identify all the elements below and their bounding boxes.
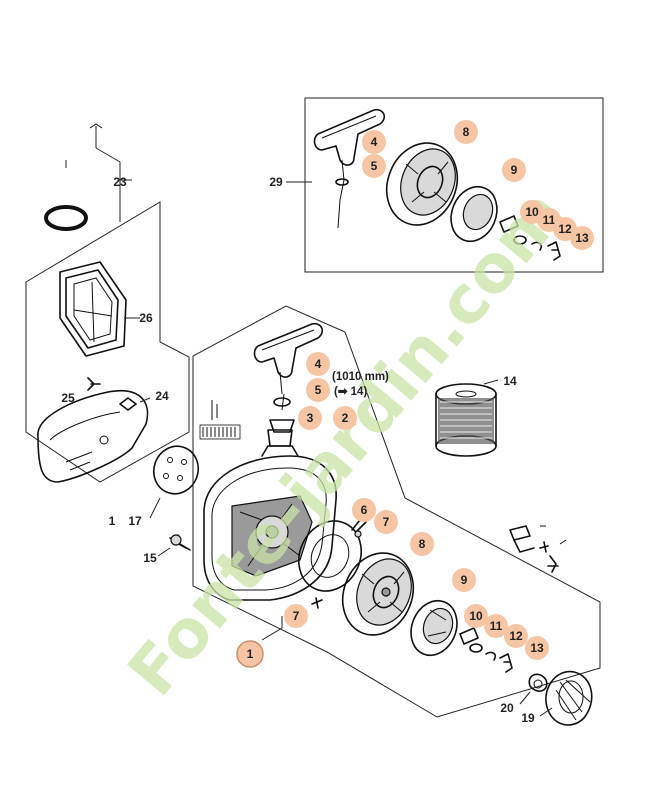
label-1-ref: 1: [109, 514, 116, 528]
svg-text:7: 7: [383, 515, 390, 529]
svg-text:9: 9: [511, 163, 518, 177]
svg-text:13: 13: [530, 641, 544, 655]
callout-10[interactable]: 10: [464, 604, 488, 628]
callout-6[interactable]: 6: [352, 498, 376, 522]
label-24[interactable]: 24: [155, 389, 169, 403]
screw-15-part: [157, 534, 191, 557]
svg-text:11: 11: [490, 619, 503, 633]
svg-text:12: 12: [558, 222, 572, 236]
label-23[interactable]: 23: [113, 175, 127, 189]
rope-reference-note: (➡ 14): [334, 386, 367, 398]
svg-text:9: 9: [461, 573, 468, 587]
callout-9[interactable]: 9: [452, 568, 476, 592]
starter-assembly-frame: [192, 305, 601, 718]
leader-tick: [89, 123, 103, 129]
callout-11[interactable]: 11: [484, 614, 508, 638]
svg-text:6: 6: [361, 503, 368, 517]
svg-text:8: 8: [419, 537, 426, 551]
spare-clips-part: [509, 525, 567, 573]
label-17[interactable]: 17: [128, 514, 142, 528]
svg-text:13: 13: [575, 231, 589, 245]
callout-12[interactable]: 12: [504, 624, 528, 648]
gasket-part: [149, 445, 200, 519]
svg-text:4: 4: [315, 357, 322, 371]
svg-text:11: 11: [543, 213, 556, 227]
label-20[interactable]: 20: [500, 701, 514, 715]
starter-handle-part: [253, 322, 324, 433]
svg-text:4: 4: [371, 135, 378, 149]
kit-29-frame: [304, 97, 604, 273]
callout-8-kit[interactable]: 8: [454, 120, 478, 144]
pawl-carrier-part: [410, 599, 458, 657]
air-filter-part: [59, 261, 140, 357]
svg-text:12: 12: [509, 629, 523, 643]
filter-cover-part: [37, 377, 151, 483]
callout-8[interactable]: 8: [410, 532, 434, 556]
label-25[interactable]: 25: [61, 391, 75, 405]
label-29[interactable]: 29: [269, 175, 283, 189]
rope-length-note: (1010 mm): [332, 371, 389, 383]
callout-5-kit[interactable]: 5: [362, 154, 386, 178]
callout-2[interactable]: 2: [333, 406, 357, 430]
kit-pawl-parts-set: [499, 215, 561, 261]
svg-text:1: 1: [247, 647, 254, 661]
svg-text:2: 2: [342, 411, 349, 425]
callout-4-kit[interactable]: 4: [362, 130, 386, 154]
label-19[interactable]: 19: [521, 711, 535, 725]
kit-pawl-carrier-part: [450, 185, 498, 243]
o-ring-part: [44, 126, 132, 231]
starter-cup-part: [539, 670, 593, 726]
label-14[interactable]: 14: [503, 374, 517, 388]
rope-spool-part: [435, 379, 499, 457]
callout-4[interactable]: 4: [306, 352, 330, 376]
kit-rope-rotor-part: [385, 142, 459, 226]
svg-text:3: 3: [307, 411, 314, 425]
svg-text:8: 8: [463, 125, 470, 139]
svg-text:10: 10: [469, 609, 483, 623]
rope-guide-part: [519, 673, 548, 705]
pawl-parts-set: [459, 627, 513, 673]
label-15[interactable]: 15: [143, 551, 157, 565]
svg-text:5: 5: [315, 383, 322, 397]
vent-grille-part: [199, 400, 241, 440]
svg-text:10: 10: [525, 205, 539, 219]
svg-text:5: 5: [371, 159, 378, 173]
rope-rotor-part: [341, 552, 415, 636]
callout-1-selected[interactable]: 1: [236, 640, 264, 668]
callout-7-lower[interactable]: 7: [284, 604, 308, 628]
callout-3[interactable]: 3: [298, 406, 322, 430]
callout-13-kit[interactable]: 13: [570, 226, 594, 250]
kit-handle-part: [286, 108, 386, 229]
callout-9-kit[interactable]: 9: [502, 158, 526, 182]
callout-5[interactable]: 5: [306, 378, 330, 402]
starter-housing-part: [203, 429, 337, 641]
label-26[interactable]: 26: [139, 311, 153, 325]
callout-7-upper[interactable]: 7: [374, 510, 398, 534]
svg-text:7: 7: [293, 609, 300, 623]
spring-cover-part: [298, 519, 367, 609]
callout-13[interactable]: 13: [525, 636, 549, 660]
